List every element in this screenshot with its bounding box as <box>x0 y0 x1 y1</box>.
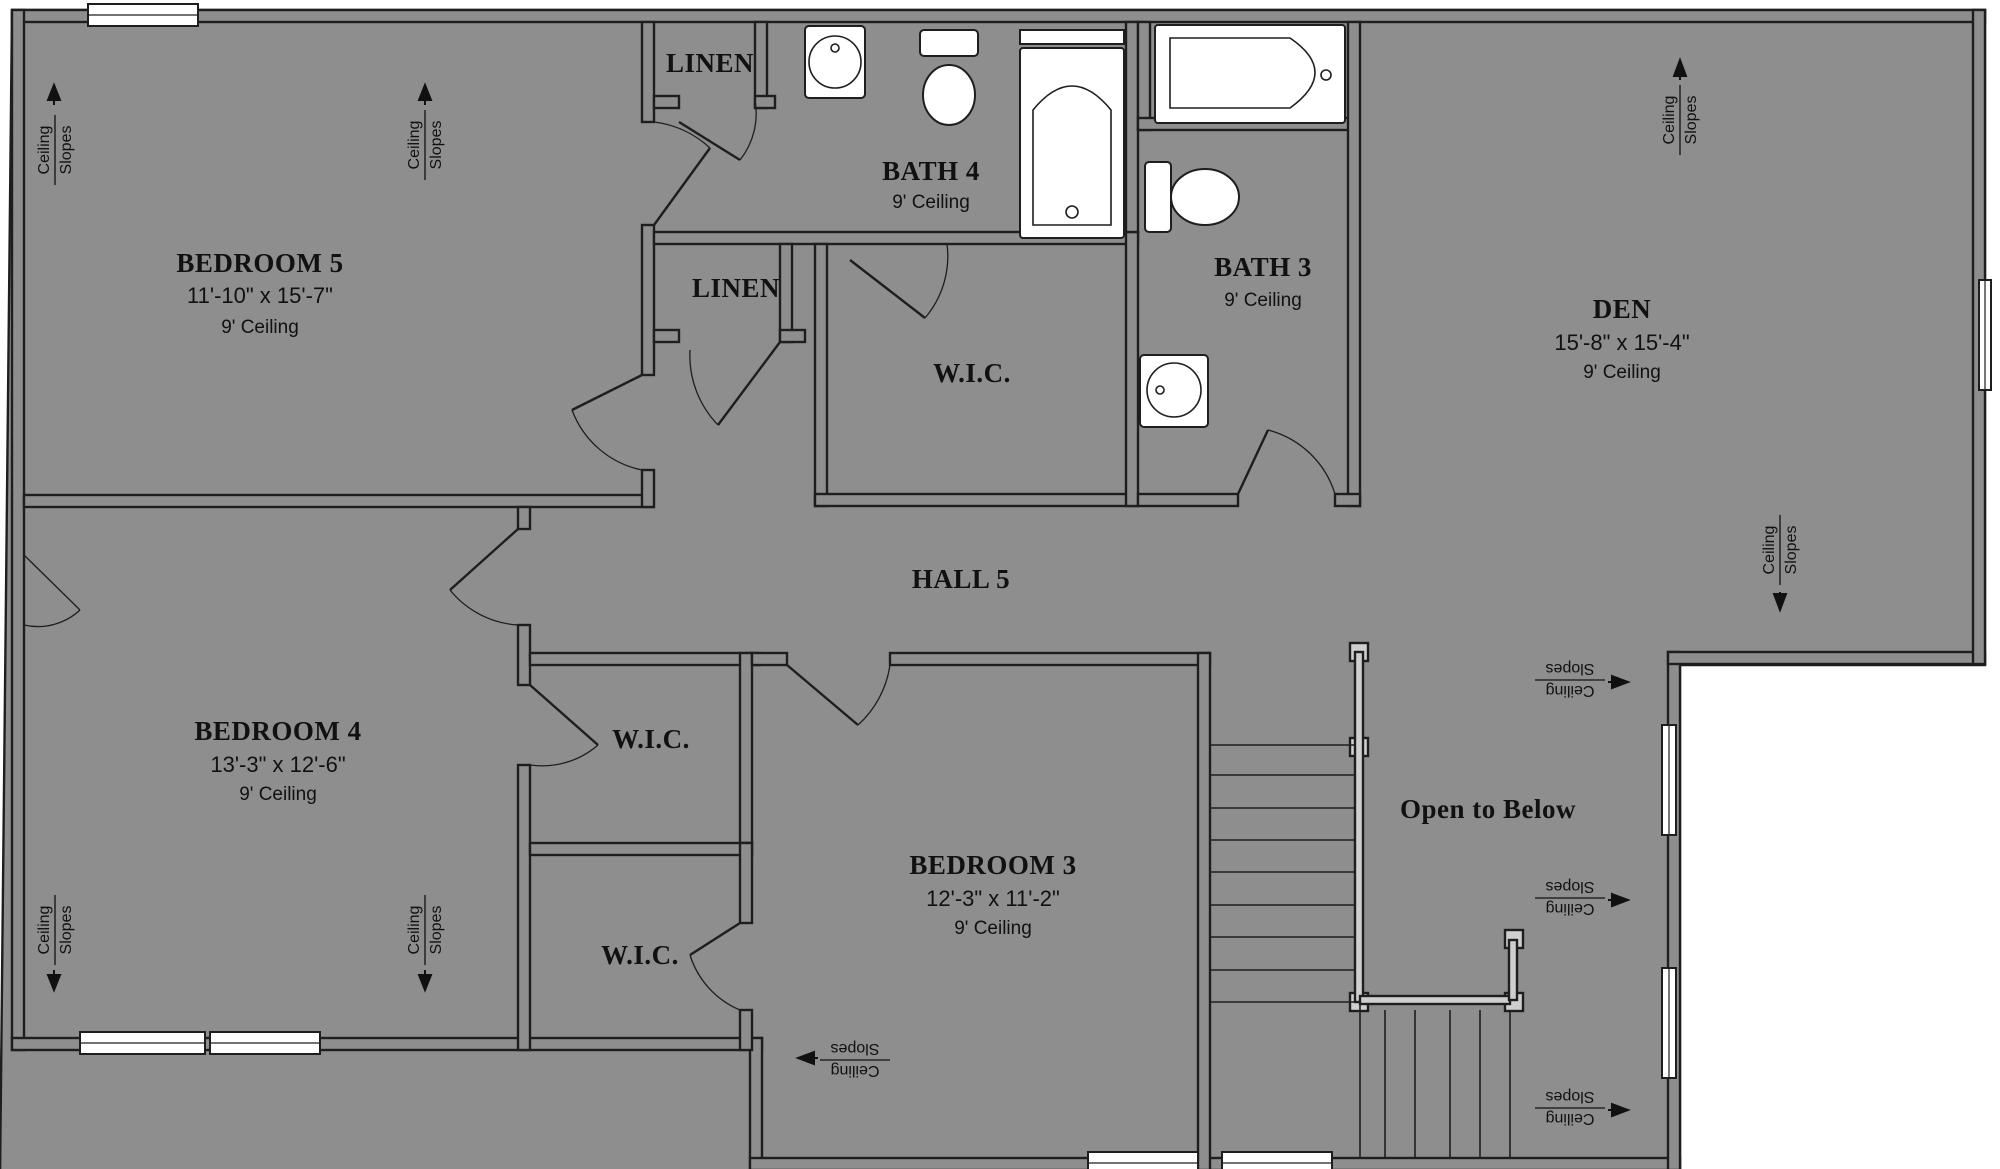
ceiling-slope-note: Ceiling Slopes <box>1535 878 1605 917</box>
slope-arrow-icon <box>417 970 433 993</box>
svg-text:Ceiling: Ceiling <box>1761 526 1778 575</box>
svg-text:9' Ceiling: 9' Ceiling <box>221 317 299 338</box>
slope-arrow-icon <box>46 970 62 993</box>
svg-text:BATH 3: BATH 3 <box>1214 252 1312 282</box>
svg-text:Slopes: Slopes <box>428 906 445 955</box>
svg-text:Ceiling: Ceiling <box>36 126 53 175</box>
room-label-bedroom3: BEDROOM 3 12'-3" x 11'-2" 9' Ceiling <box>909 850 1076 939</box>
bath4-toilet-bowl-icon <box>922 64 976 126</box>
svg-text:Ceiling: Ceiling <box>1546 1110 1595 1127</box>
room-label-bedroom5: BEDROOM 5 11'-10" x 15'-7" 9' Ceiling <box>176 248 343 338</box>
slope-arrow-icon <box>46 82 62 105</box>
room-label-linen-lower: LINEN <box>692 273 780 303</box>
svg-text:Ceiling: Ceiling <box>406 906 423 955</box>
bath3-fixtures <box>1139 24 1346 428</box>
svg-text:Slopes: Slopes <box>1783 526 1800 575</box>
svg-text:Slopes: Slopes <box>1683 96 1700 145</box>
windows <box>79 3 1992 1169</box>
ceiling-slope-note: Ceiling Slopes <box>1535 660 1605 699</box>
slope-arrow-icon <box>1672 57 1688 80</box>
svg-text:Slopes: Slopes <box>428 121 445 170</box>
bath4-sink-icon <box>808 35 862 89</box>
room-label-bath4: BATH 4 9' Ceiling <box>882 156 980 213</box>
svg-text:Slopes: Slopes <box>58 126 75 175</box>
svg-text:Ceiling: Ceiling <box>406 121 423 170</box>
slope-arrow-icon <box>1608 1102 1631 1118</box>
room-label-linen-upper: LINEN <box>666 48 754 78</box>
bath3-sink-icon <box>1146 362 1202 418</box>
svg-text:BEDROOM 3: BEDROOM 3 <box>909 850 1076 880</box>
room-label-wic-bed4-lower: W.I.C. <box>601 940 679 970</box>
room-label-open-to-below: Open to Below <box>1400 794 1576 824</box>
stairs <box>1210 744 1511 1158</box>
room-label-bedroom4: BEDROOM 4 13'-3" x 12'-6" 9' Ceiling <box>194 716 361 805</box>
svg-text:9' Ceiling: 9' Ceiling <box>1583 362 1661 383</box>
ceiling-slope-note: Ceiling Slopes <box>36 115 75 185</box>
svg-text:Slopes: Slopes <box>831 1040 880 1057</box>
exterior-walls <box>10 8 1987 1169</box>
slope-arrow-icon <box>1608 892 1631 908</box>
room-label-den: DEN 15'-8" x 15'-4" 9' Ceiling <box>1554 294 1689 383</box>
svg-text:Ceiling: Ceiling <box>36 906 53 955</box>
svg-text:BEDROOM 5: BEDROOM 5 <box>176 248 343 278</box>
svg-text:Slopes: Slopes <box>1546 660 1595 677</box>
room-label-bath3: BATH 3 9' Ceiling <box>1214 252 1312 311</box>
slope-arrow-icon <box>795 1050 818 1066</box>
room-label-wic-bath: W.I.C. <box>933 358 1011 388</box>
doors <box>23 99 1336 1011</box>
svg-text:11'-10" x 15'-7": 11'-10" x 15'-7" <box>187 283 333 308</box>
svg-text:DEN: DEN <box>1593 294 1652 324</box>
room-label-hall: HALL 5 <box>912 564 1010 594</box>
svg-text:BATH 4: BATH 4 <box>882 156 980 186</box>
svg-text:Ceiling: Ceiling <box>831 1062 880 1079</box>
svg-text:BEDROOM 4: BEDROOM 4 <box>194 716 361 746</box>
bath4-fixtures <box>804 25 1125 239</box>
svg-text:15'-8" x 15'-4": 15'-8" x 15'-4" <box>1554 330 1689 355</box>
svg-text:Slopes: Slopes <box>1546 1088 1595 1105</box>
bath4-tub <box>1019 47 1125 239</box>
svg-text:9' Ceiling: 9' Ceiling <box>1224 290 1302 311</box>
slope-arrow-icon <box>417 82 433 105</box>
slope-arrow-icon <box>1772 592 1788 613</box>
svg-text:9' Ceiling: 9' Ceiling <box>239 784 317 805</box>
svg-text:12'-3" x 11'-2": 12'-3" x 11'-2" <box>926 886 1060 911</box>
svg-text:9' Ceiling: 9' Ceiling <box>892 192 970 213</box>
svg-text:Slopes: Slopes <box>58 906 75 955</box>
ceiling-slope-note: Ceiling Slopes <box>1535 1088 1605 1127</box>
svg-text:Slopes: Slopes <box>1546 878 1595 895</box>
ceiling-slope-note: Ceiling Slopes <box>1661 85 1700 155</box>
bath4-toilet-tank <box>919 29 979 57</box>
svg-text:9' Ceiling: 9' Ceiling <box>954 918 1032 939</box>
svg-text:Ceiling: Ceiling <box>1546 682 1595 699</box>
ceiling-slope-note: Ceiling Slopes <box>36 895 75 965</box>
interior-walls <box>22 20 1362 1169</box>
ceiling-slope-note: Ceiling Slopes <box>1761 515 1800 585</box>
svg-text:Ceiling: Ceiling <box>1661 96 1678 145</box>
room-label-wic-bed4-upper: W.I.C. <box>612 724 690 754</box>
posts <box>1348 641 1525 1013</box>
bath3-toilet-tank <box>1144 161 1172 233</box>
bath3-tub <box>1154 24 1346 124</box>
bath3-toilet-bowl-icon <box>1170 168 1240 226</box>
svg-text:Ceiling: Ceiling <box>1546 900 1595 917</box>
bath3-vanity <box>1139 354 1209 428</box>
bath4-vanity <box>804 25 866 99</box>
ceiling-slope-note: Ceiling Slopes <box>406 110 445 180</box>
svg-text:13'-3" x 12'-6": 13'-3" x 12'-6" <box>210 752 345 777</box>
slope-arrow-icon <box>1608 674 1631 690</box>
ceiling-slope-note: Ceiling Slopes <box>406 895 445 965</box>
ceiling-slope-note: Ceiling Slopes <box>820 1040 890 1079</box>
